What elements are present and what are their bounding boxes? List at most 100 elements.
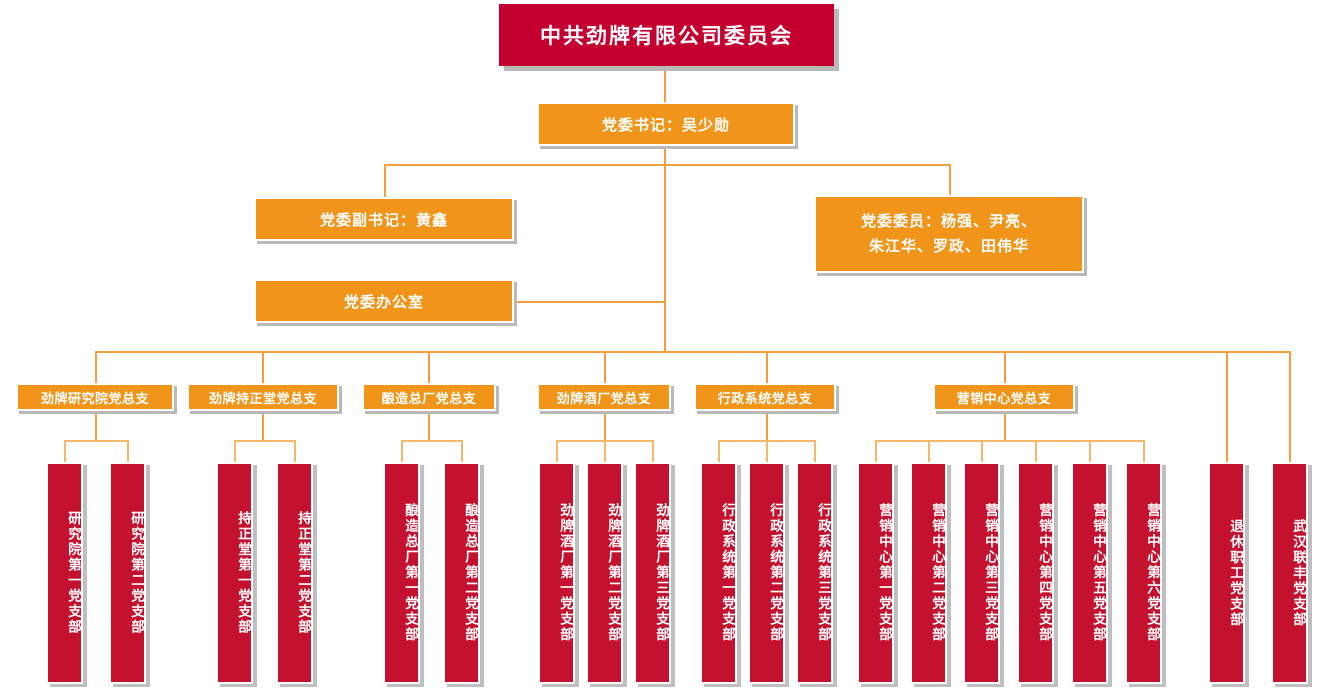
deputy-secretary-label: 党委副书记：黄鑫 (319, 210, 448, 229)
secretary-label: 党委书记：吴少勋 (601, 115, 730, 134)
branch-box[interactable]: 营销中心第四党支部 (1017, 462, 1054, 684)
connector-bus-to-deputy (384, 164, 386, 197)
connector-bus-drop-wuhan (1289, 351, 1291, 462)
branch-box[interactable]: 行政系统第一党支部 (700, 462, 737, 684)
branch-label: 营销中心第三党支部 (982, 503, 998, 643)
connector-gb1-stem (95, 411, 97, 441)
connector-gb3-stem (428, 411, 430, 441)
branch-label: 营销中心第五党支部 (1090, 503, 1106, 643)
deputy-secretary-box[interactable]: 党委副书记：黄鑫 (254, 197, 514, 241)
branch-label: 营销中心第四党支部 (1036, 503, 1052, 643)
connector-bus-drop-3 (428, 351, 430, 383)
party-office-box[interactable]: 党委办公室 (254, 279, 514, 323)
general-branch-administration[interactable]: 行政系统党总支 (694, 383, 836, 411)
branch-label: 研究院第一党支部 (65, 511, 81, 635)
branch-box[interactable]: 行政系统第三党支部 (796, 462, 833, 684)
general-branch-liquor-factory[interactable]: 劲牌酒厂党总支 (537, 383, 671, 411)
connector-g1-drop-1 (64, 440, 66, 462)
branch-box[interactable]: 酿造总厂第二党支部 (443, 462, 480, 684)
branch-label: 营销中心第二党支部 (929, 503, 945, 643)
connector-bus-drop-4 (604, 351, 606, 383)
branch-label: 劲牌酒厂第三党支部 (653, 503, 669, 643)
branch-box[interactable]: 持正堂第一党支部 (216, 462, 253, 684)
connector-g5-drop-1 (718, 440, 720, 462)
connector-secretary-trunk (664, 146, 666, 352)
root-committee-box[interactable]: 中共劲牌有限公司委员会 (499, 4, 834, 66)
connector-gb4-stem (604, 411, 606, 441)
connector-g4-drop-3 (652, 440, 654, 462)
connector-g5-drop-2 (766, 440, 768, 462)
connector-g4-drop-2 (604, 440, 606, 462)
secretary-box[interactable]: 党委书记：吴少勋 (537, 102, 795, 146)
branch-label: 武汉联丰党支部 (1290, 518, 1306, 628)
general-branch-label: 营销中心党总支 (956, 391, 1052, 407)
connector-g1-drop-2 (127, 440, 129, 462)
connector-g2-drop-2 (294, 440, 296, 462)
connector-bus-drop-retired (1226, 351, 1228, 462)
connector-bus-drop-6 (1004, 351, 1006, 383)
branch-box[interactable]: 营销中心第六党支部 (1125, 462, 1162, 684)
connector-g3-drop-1 (401, 440, 403, 462)
connector-bus-to-members (949, 164, 951, 195)
branch-box[interactable]: 营销中心第二党支部 (910, 462, 947, 684)
branch-label: 持正堂第一党支部 (235, 511, 251, 635)
branch-label: 行政系统第一党支部 (719, 503, 735, 643)
general-branch-chizhengtang[interactable]: 劲牌持正堂党总支 (187, 383, 339, 411)
general-branch-marketing-center[interactable]: 营销中心党总支 (933, 383, 1075, 411)
branch-box[interactable]: 劲牌酒厂第一党支部 (538, 462, 575, 684)
branch-box[interactable]: 酿造总厂第一党支部 (383, 462, 420, 684)
connector-g6-drop-3 (981, 440, 983, 462)
branch-label: 劲牌酒厂第一党支部 (557, 503, 573, 643)
branch-label: 行政系统第三党支部 (815, 503, 831, 643)
connector-g3-drop-2 (461, 440, 463, 462)
branch-box[interactable]: 劲牌酒厂第二党支部 (586, 462, 623, 684)
branch-box[interactable]: 营销中心第一党支部 (857, 462, 894, 684)
branch-box[interactable]: 营销中心第三党支部 (963, 462, 1000, 684)
connector-g6-drop-2 (928, 440, 930, 462)
connector-root-to-secretary (664, 66, 666, 102)
connector-g3-bus (401, 440, 461, 442)
connector-gb2-stem (262, 411, 264, 441)
general-branch-label: 行政系统党总支 (717, 391, 813, 407)
connector-bus-drop-1 (95, 351, 97, 383)
branch-box[interactable]: 研究院第一党支部 (46, 462, 83, 684)
branch-label: 退休职工党支部 (1227, 518, 1243, 628)
connector-main-bus (95, 351, 1289, 353)
general-branch-brewery-plant[interactable]: 酿造总厂党总支 (362, 383, 496, 411)
connector-g6-bus (875, 440, 1143, 442)
general-branch-label: 劲牌研究院党总支 (40, 391, 149, 407)
connector-g6-drop-4 (1035, 440, 1037, 462)
connector-g2-bus (234, 440, 294, 442)
branch-box[interactable]: 退休职工党支部 (1208, 462, 1245, 684)
connector-g5-drop-3 (814, 440, 816, 462)
root-label: 中共劲牌有限公司委员会 (540, 24, 793, 48)
committee-members-line1: 党委委员：杨强、尹亮、 (860, 211, 1037, 230)
general-branch-label: 劲牌酒厂党总支 (556, 391, 652, 407)
committee-members-line2: 朱江华、罗政、田伟华 (868, 237, 1029, 255)
branch-label: 劲牌酒厂第二党支部 (605, 503, 621, 643)
branch-box[interactable]: 劲牌酒厂第三党支部 (634, 462, 671, 684)
connector-tier3-bus (384, 164, 950, 166)
branch-box[interactable]: 武汉联丰党支部 (1271, 462, 1308, 684)
committee-members-box[interactable]: 党委委员：杨强、尹亮、 朱江华、罗政、田伟华 (814, 195, 1084, 273)
general-branch-label: 劲牌持正堂党总支 (208, 391, 317, 407)
branch-label: 酿造总厂第二党支部 (462, 503, 478, 643)
branch-label: 酿造总厂第一党支部 (402, 503, 418, 643)
branch-box[interactable]: 营销中心第五党支部 (1071, 462, 1108, 684)
branch-label: 行政系统第二党支部 (767, 503, 783, 643)
connector-g4-drop-1 (556, 440, 558, 462)
branch-label: 营销中心第一党支部 (876, 503, 892, 643)
party-office-label: 党委办公室 (343, 292, 424, 311)
branch-label: 持正堂第二党支部 (295, 511, 311, 635)
connector-g6-drop-5 (1089, 440, 1091, 462)
connector-gb5-stem (766, 411, 768, 441)
branch-label: 营销中心第六党支部 (1144, 503, 1160, 643)
branch-box[interactable]: 研究院第二党支部 (109, 462, 146, 684)
general-branch-research-institute[interactable]: 劲牌研究院党总支 (16, 383, 174, 411)
branch-label: 研究院第二党支部 (128, 511, 144, 635)
connector-office-to-trunk (512, 301, 665, 303)
connector-g6-drop-1 (875, 440, 877, 462)
branch-box[interactable]: 行政系统第二党支部 (748, 462, 785, 684)
branch-box[interactable]: 持正堂第二党支部 (276, 462, 313, 684)
